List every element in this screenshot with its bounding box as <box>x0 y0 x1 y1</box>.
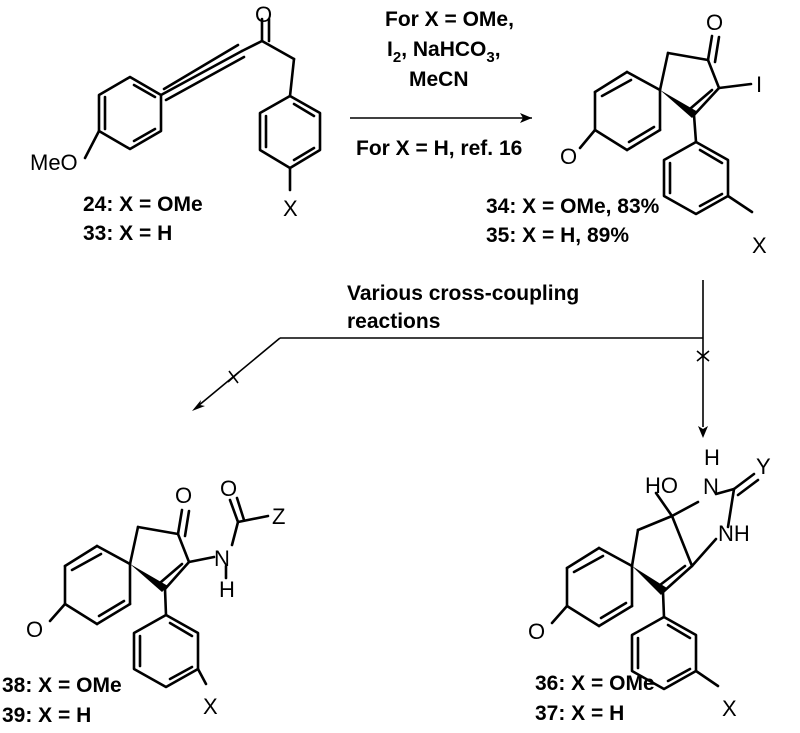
atom-NH: NH <box>718 521 750 546</box>
atom-O: O <box>706 10 723 35</box>
compound-label-33: 33: X = H <box>83 222 172 245</box>
atom-X: X <box>283 196 298 221</box>
compound-label-39: 39: X = H <box>2 704 91 727</box>
atom-X: X <box>203 694 218 719</box>
compound-label-38: 38: X = OMe <box>2 674 122 697</box>
cross-coupling-line-2: reactions <box>347 310 440 333</box>
imidazolidine-spiro-structure: HO H N Y NH O X <box>528 445 771 721</box>
compound-label-36: 36: X = OMe <box>535 672 655 695</box>
iodo-spiro-structure: O I O X <box>560 10 767 258</box>
atom-X: X <box>722 696 737 721</box>
atom-O: O <box>560 144 577 169</box>
compound-label-37: 37: X = H <box>535 702 624 725</box>
condition-line-4: For X = H, ref. 16 <box>356 137 522 160</box>
arrow-down-head <box>698 426 708 438</box>
atom-I: I <box>756 72 762 97</box>
amide-spiro-structure: O O Z N H O X <box>26 476 285 719</box>
compound-label-35: 35: X = H, 89% <box>486 224 629 247</box>
starting-material-structure: O MeO X <box>30 2 322 221</box>
arrow-top-head <box>520 113 532 123</box>
atom-H: H <box>704 445 720 470</box>
cross-coupling-line-1: Various cross-coupling <box>347 282 579 305</box>
atom-MeO: MeO <box>30 150 78 175</box>
atom-Y: Y <box>756 454 771 479</box>
atom-Z: Z <box>272 504 285 529</box>
fail-cross-left <box>227 371 240 383</box>
atom-O: O <box>528 619 545 644</box>
atom-HO: HO <box>645 473 678 498</box>
condition-line-2: I2, NaHCO3, <box>387 38 501 66</box>
compound-label-34: 34: X = OMe, 83% <box>486 195 660 218</box>
condition-line-1: For X = OMe, <box>385 8 514 31</box>
fail-cross-right <box>696 350 710 362</box>
atom-X: X <box>752 233 767 258</box>
atom-O: O <box>26 617 43 642</box>
atom-O: O <box>175 483 192 508</box>
atom-N: N <box>703 474 719 499</box>
condition-line-3: MeCN <box>409 68 469 91</box>
atom-N: N <box>214 546 230 571</box>
atom-O: O <box>255 2 272 27</box>
atom-O: O <box>220 476 237 501</box>
compound-label-24: 24: X = OMe <box>83 193 203 216</box>
atom-H: H <box>219 577 235 602</box>
arrow-left-head <box>192 400 205 411</box>
